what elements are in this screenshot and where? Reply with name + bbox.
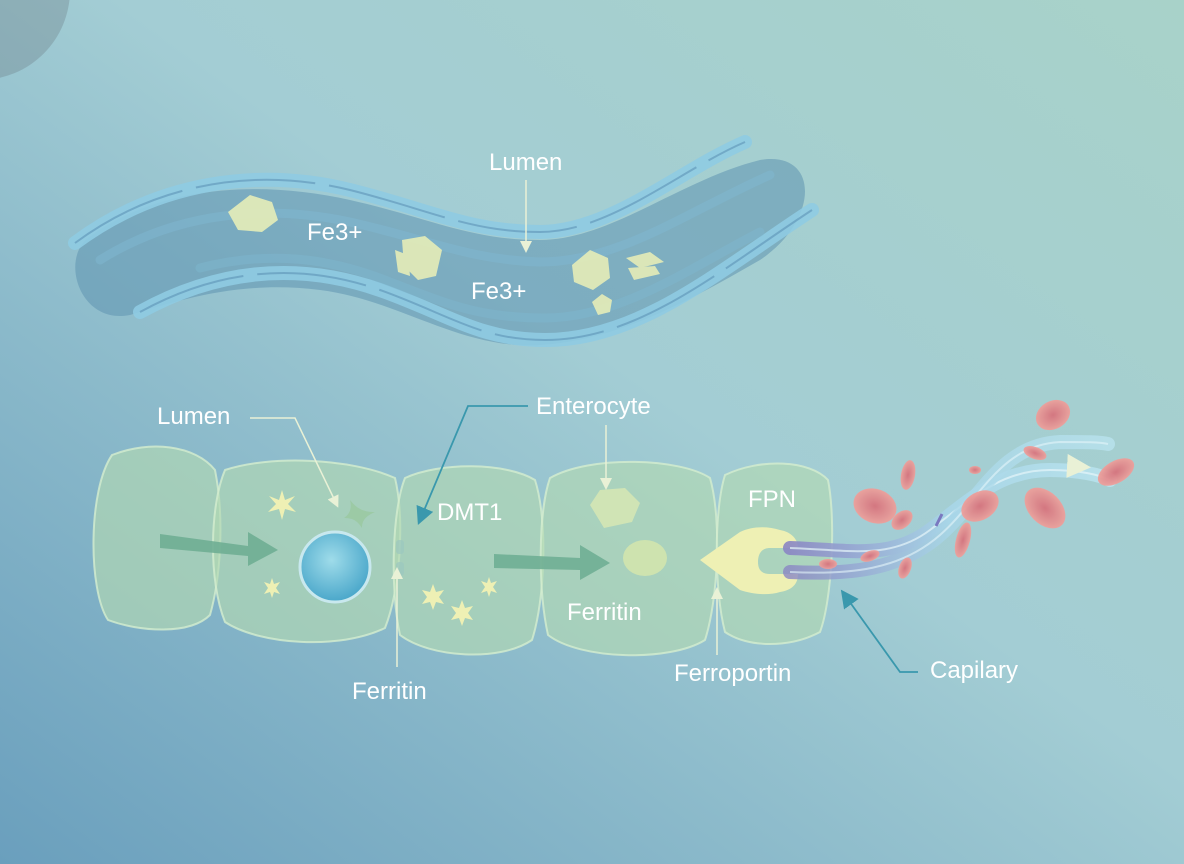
fe3-particle — [626, 252, 664, 268]
iron-star — [264, 578, 280, 598]
red-blood-cell — [819, 559, 837, 569]
leader-lines — [250, 405, 918, 673]
red-blood-cell — [891, 510, 913, 530]
iron-star — [268, 490, 296, 520]
red-blood-cell — [900, 460, 916, 490]
capilary-leader — [840, 589, 918, 673]
fe3-particle — [592, 294, 612, 315]
red-blood-cell — [853, 488, 897, 524]
label-dmt1: DMT1 — [437, 499, 503, 526]
label-lumen-left: Lumen — [157, 403, 231, 430]
iron-star — [481, 577, 497, 597]
red-blood-cell — [1023, 446, 1047, 460]
red-blood-cell — [1035, 399, 1071, 431]
iron-star — [422, 584, 444, 610]
lumen-left-leader — [250, 417, 339, 508]
fe3-particle — [402, 236, 442, 280]
cell-1 — [92, 445, 222, 631]
red-blood-cell — [1024, 487, 1066, 529]
iron-stars — [264, 490, 497, 626]
fe3-particle — [572, 250, 610, 290]
nucleus — [298, 530, 372, 604]
fe3-particle — [228, 195, 278, 232]
red-blood-cell — [969, 466, 981, 474]
label-fe3-a: Fe3+ — [307, 219, 363, 246]
ferritin-oval — [623, 540, 667, 576]
label-ferroportin: Ferroportin — [674, 660, 792, 687]
red-blood-cells — [819, 399, 1135, 579]
label-fpn: FPN — [748, 486, 796, 513]
label-enterocyte: Enterocyte — [536, 393, 651, 420]
iron-star — [451, 600, 473, 626]
ferritin-hexagon — [590, 488, 640, 528]
transport-arrow — [160, 532, 278, 566]
cell-5 — [715, 462, 834, 645]
label-capilary: Capilary — [930, 657, 1019, 684]
fe3-particle — [628, 266, 660, 280]
red-blood-cell — [954, 522, 972, 558]
label-fe3-b: Fe3+ — [471, 278, 527, 305]
transport-arrow — [494, 545, 610, 580]
enterocyte-leader — [416, 405, 528, 525]
transport-arrows — [160, 532, 610, 580]
red-blood-cell — [860, 550, 880, 562]
label-ferritin-cell: Ferritin — [567, 599, 642, 626]
red-blood-cell — [961, 490, 999, 522]
red-blood-cell — [1097, 458, 1135, 486]
corner-shadow — [0, 0, 70, 78]
label-ferritin-bottom: Ferritin — [352, 678, 427, 705]
red-blood-cell — [898, 557, 912, 579]
fpn-protein — [700, 527, 798, 595]
iron-diamond — [344, 500, 375, 528]
label-lumen-top: Lumen — [489, 149, 563, 176]
fe3-particle — [395, 250, 410, 276]
fe3-particles — [228, 195, 664, 315]
